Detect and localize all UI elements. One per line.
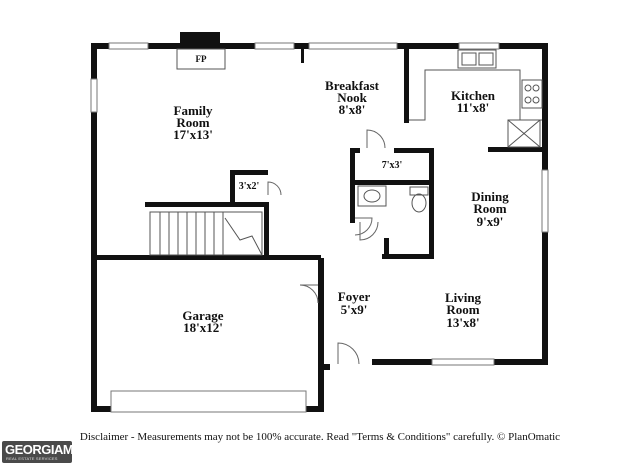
- breakfast-nook-dims: 8'x8': [339, 102, 366, 117]
- half-bath-fixtures: [357, 185, 429, 213]
- windows: [90, 42, 549, 413]
- georgia-mls-logo: GEORGIAMLS REAL ESTATE SERVICES: [2, 441, 89, 463]
- fireplace-hearth: [176, 48, 226, 70]
- living-room-dims: 13'x8': [446, 315, 479, 330]
- kitchen-counters: [409, 49, 543, 148]
- garage-dims: 18'x12': [183, 320, 223, 335]
- family-room-dims: 17'x13': [173, 127, 213, 142]
- closet-b-label: 7'x3': [382, 160, 403, 171]
- breakfast-nook-name-line1: Breakfast: [325, 78, 380, 93]
- floor-plan: FP: [90, 32, 549, 413]
- fireplace-label: FP: [196, 54, 207, 64]
- stairs: [149, 211, 263, 256]
- kitchen-name: Kitchen: [451, 88, 496, 103]
- room-labels: Family Room 17'x13' Breakfast Nook 8'x8'…: [173, 78, 509, 335]
- logo-main-text: GEORGIAMLS: [5, 442, 89, 457]
- family-room-name-line2: Room: [176, 115, 209, 130]
- living-room-name-line2: Room: [446, 302, 479, 317]
- dining-room-dims: 9'x9': [477, 214, 504, 229]
- foyer-name: Foyer: [338, 289, 371, 304]
- kitchen-dims: 11'x8': [457, 100, 490, 115]
- garage-name: Garage: [182, 308, 223, 323]
- breakfast-nook-name-line2: Nook: [337, 90, 367, 105]
- foyer-dims: 5'x9': [341, 302, 368, 317]
- door-swings: [267, 129, 386, 365]
- interior-walls: [97, 43, 548, 365]
- disclaimer-text: Disclaimer - Measurements may not be 100…: [79, 431, 561, 443]
- dining-room-name-line2: Room: [473, 201, 506, 216]
- living-room-name-line1: Living: [445, 290, 482, 305]
- closet-a-label: 3'x2': [239, 181, 260, 192]
- family-room-name-line1: Family: [174, 103, 213, 118]
- logo-sub-text: REAL ESTATE SERVICES: [6, 456, 58, 461]
- exterior-walls: [91, 32, 548, 412]
- dining-room-name-line1: Dining: [471, 189, 509, 204]
